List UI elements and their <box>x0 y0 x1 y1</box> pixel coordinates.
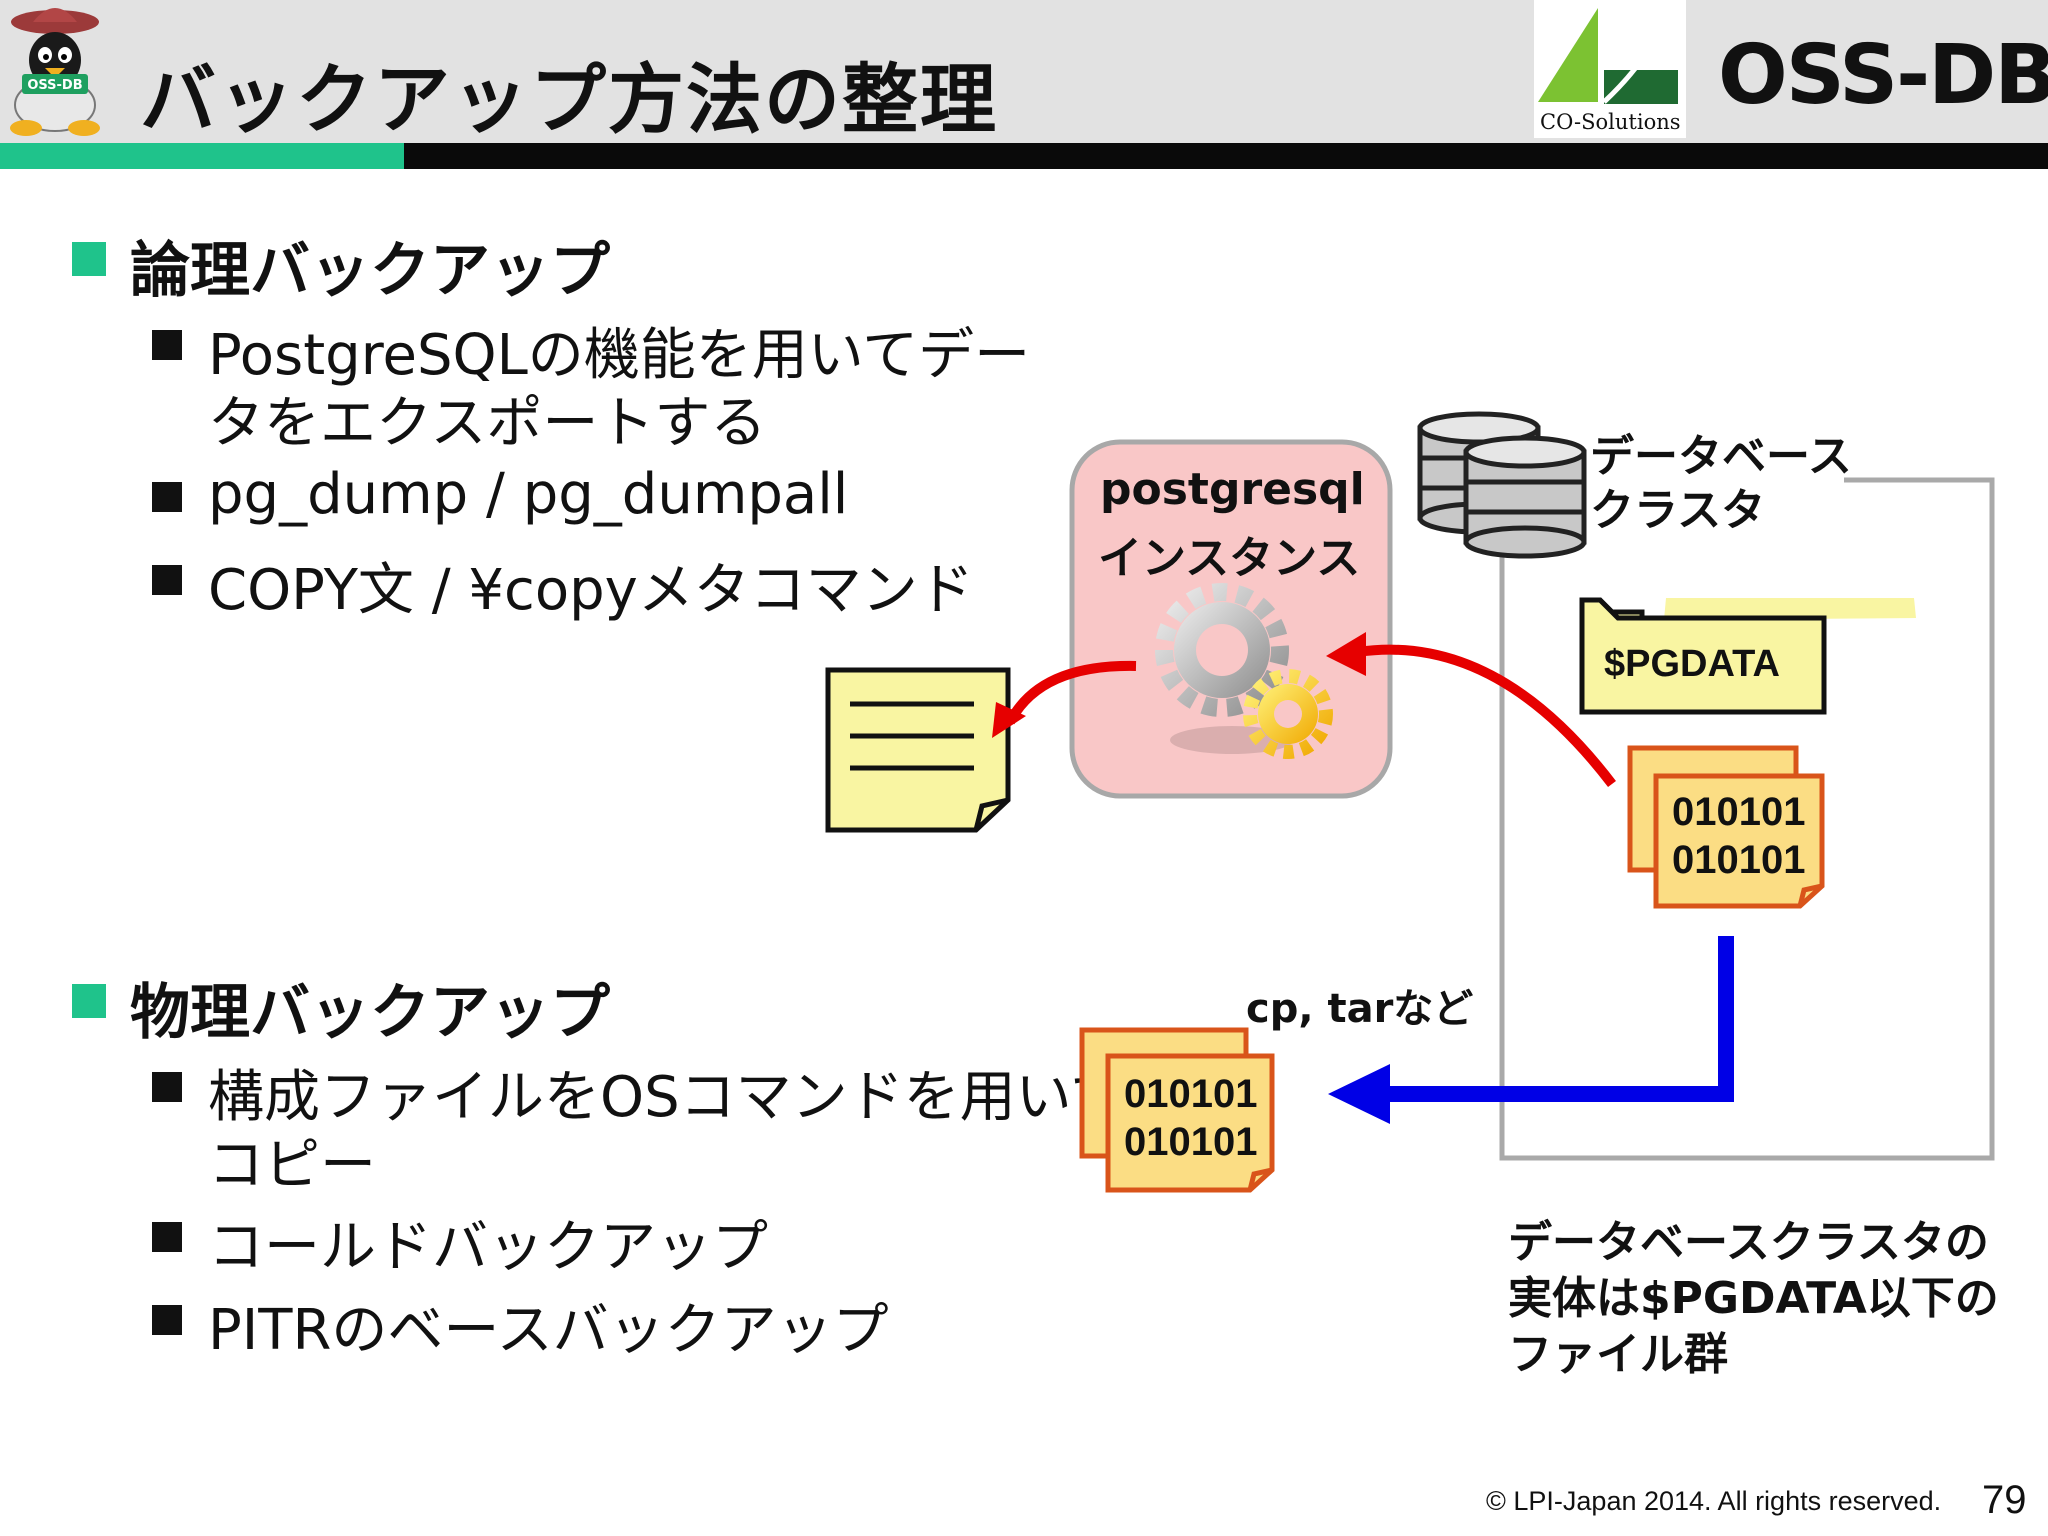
item-bullet <box>152 482 182 512</box>
item-text: PostgreSQLの機能を用いてデー <box>208 323 1031 388</box>
item-bullet <box>152 565 182 595</box>
page-number: 79 <box>1982 1478 2027 1522</box>
copy-command-label: cp, tarなど <box>1246 986 1474 1032</box>
binary-file-icon <box>1079 1027 1275 1193</box>
section-title-logical: 論理バックアップ <box>130 236 610 306</box>
item-text: PITRのベースバックアップ <box>208 1298 889 1363</box>
section-title-physical: 物理バックアップ <box>130 978 610 1048</box>
header-background <box>0 0 2048 145</box>
document-icon <box>825 667 1011 833</box>
item-text: COPY文 / ¥copyメタコマンド <box>208 558 974 623</box>
instance-label: インスタンス <box>1098 533 1361 584</box>
gear-icon <box>1155 583 1333 759</box>
item-bullet <box>152 330 182 360</box>
item-text: コールドバックアップ <box>208 1215 768 1280</box>
read-arrow <box>1326 632 1616 788</box>
cluster-label: データベース <box>1590 431 1852 482</box>
file-content: 010101 <box>1672 838 1806 882</box>
item-bullet <box>152 1222 182 1252</box>
binary-file-icon <box>1627 745 1825 909</box>
item-text: タをエクスポートする <box>208 391 767 456</box>
section-bullet <box>72 242 106 276</box>
slide-title: バックアップ方法の整理 <box>140 55 998 144</box>
item-bullet <box>152 1305 182 1335</box>
item-text: pg_dump / pg_dumpall <box>208 462 849 527</box>
caption-line: 実体は$PGDATA以下の <box>1508 1273 1999 1324</box>
section-bullet <box>72 984 106 1018</box>
co-solutions-logo <box>1534 0 1686 138</box>
database-icon <box>1417 411 1587 559</box>
instance-label: postgresql <box>1100 464 1365 515</box>
folder-icon <box>1579 597 1916 715</box>
export-arrow <box>992 660 1137 738</box>
pgdata-label: $PGDATA <box>1604 643 1780 685</box>
item-bullet <box>152 1072 182 1102</box>
mascot-badge-text: OSS-DB <box>27 78 82 93</box>
copyright: © LPI-Japan 2014. All rights reserved. <box>1486 1486 1942 1516</box>
oss-db-logo: OSS-DB <box>1718 28 2048 123</box>
item-text: コピー <box>208 1133 376 1198</box>
header-bar-accent <box>0 143 404 169</box>
copy-arrow <box>1328 936 1734 1124</box>
mascot-logo: OSS-DB <box>10 8 100 136</box>
file-content: 010101 <box>1124 1072 1258 1116</box>
caption-line: ファイル群 <box>1508 1329 1728 1380</box>
cluster-label: クラスタ <box>1590 485 1766 536</box>
file-content: 010101 <box>1672 790 1806 834</box>
co-solutions-label: CO-Solutions <box>1540 110 1681 134</box>
file-content: 010101 <box>1124 1120 1258 1164</box>
co-solutions-logo-mark <box>1538 8 1678 104</box>
cluster-boundary <box>1499 477 1995 1161</box>
caption-line: データベースクラスタの <box>1508 1217 1989 1268</box>
item-text: 構成ファイルをOSコマンドを用いて <box>208 1065 1126 1130</box>
